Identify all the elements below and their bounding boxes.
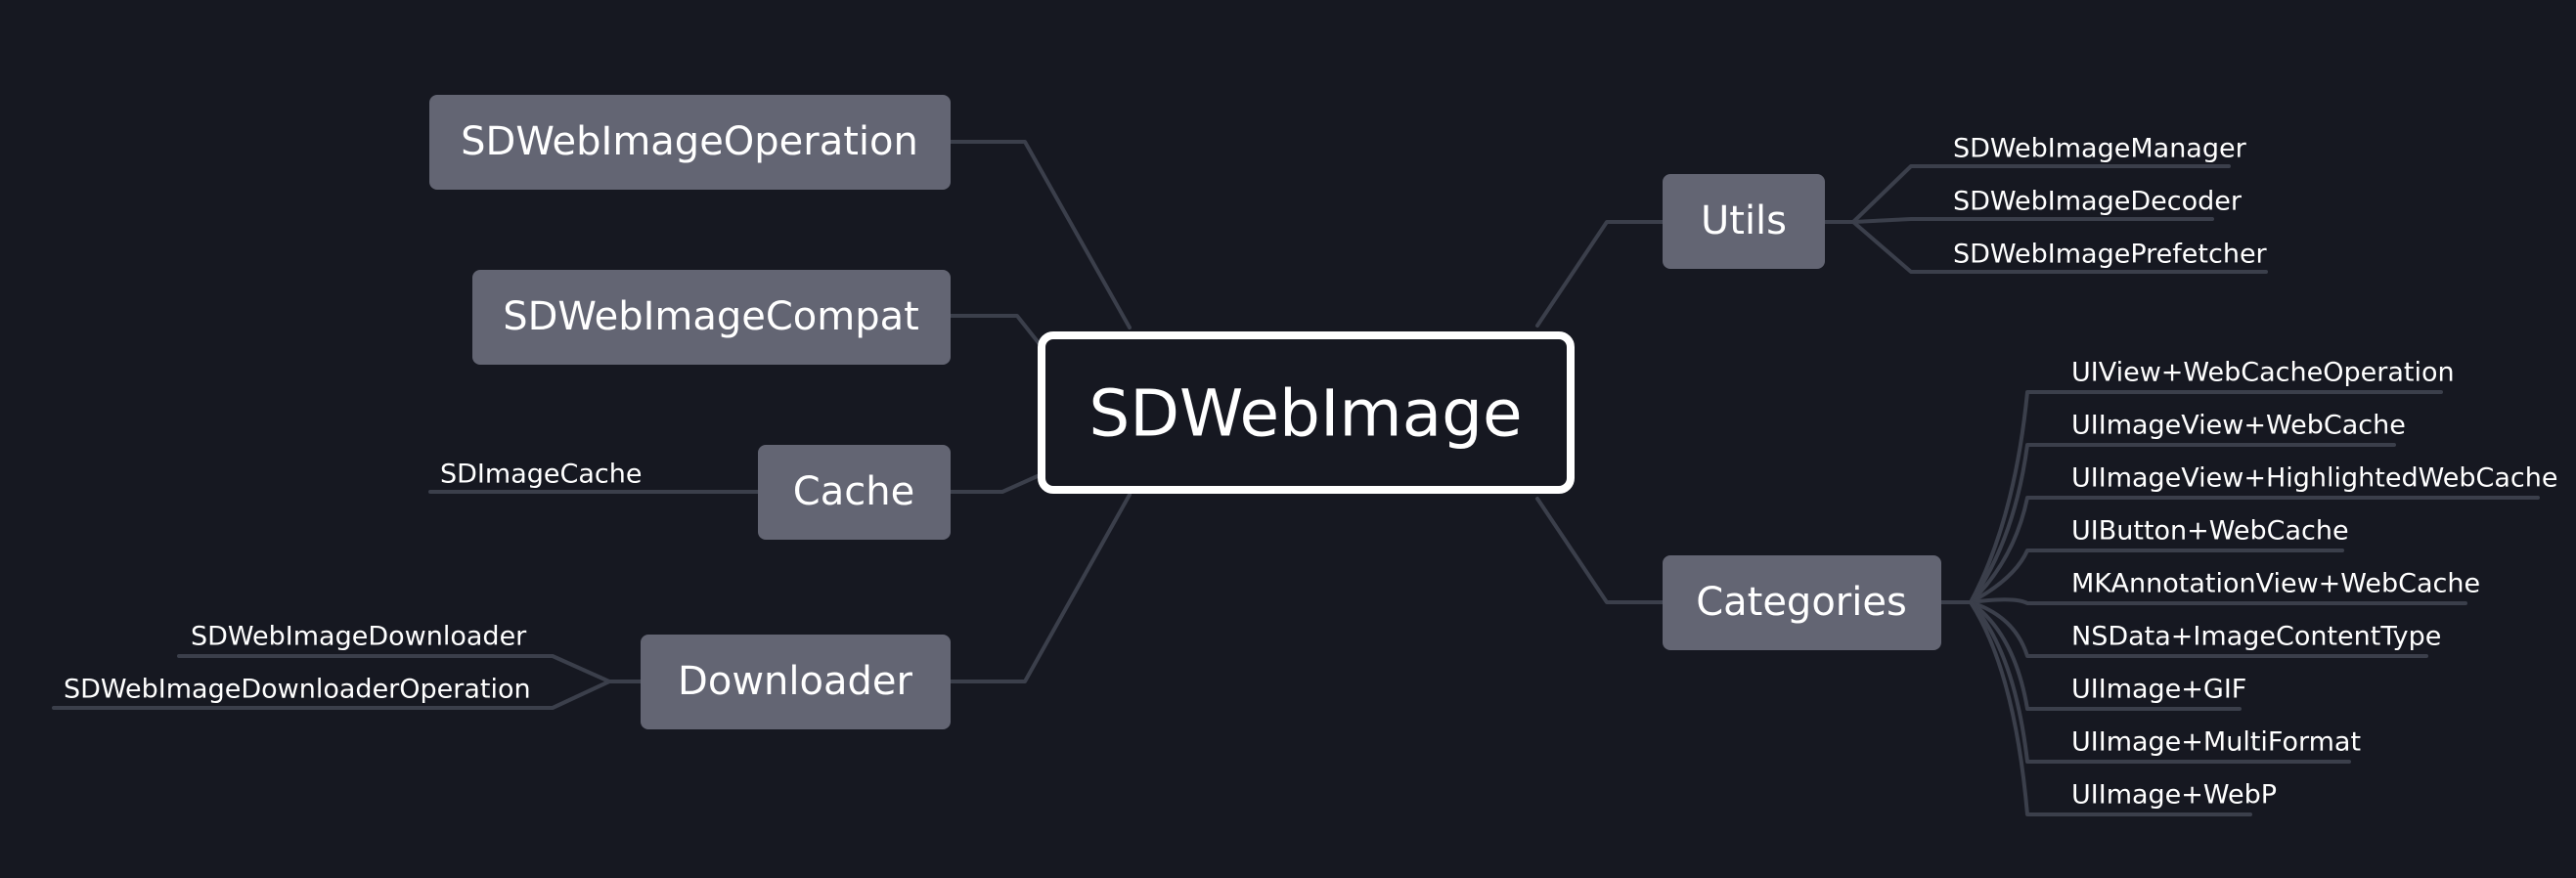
leaf-node-label: UIImage+MultiFormat [2071,727,2361,758]
leaf-node-sdwebimageprefetcher[interactable]: SDWebImagePrefetcher [1953,240,2268,270]
branch-node-label: Categories [1696,580,1907,625]
branch-node-box [429,95,951,190]
connector-categories-leaf-5 [1939,597,2467,605]
leaf-node-sdwebimagedecoder[interactable]: SDWebImageDecoder [1953,187,2243,217]
connector-categories-leaf-3 [1939,496,2540,604]
branch-node-utils[interactable]: Utils [1663,174,1825,269]
branch-node-sdwebimageoperation[interactable]: SDWebImageOperation [429,95,951,190]
root-node-label: SDWebImage [1088,376,1522,452]
connector-root-utils [1535,220,1665,328]
leaf-node-label: SDWebImagePrefetcher [1953,240,2268,270]
leaf-node-sdwebimagedownloaderoperation[interactable]: SDWebImageDownloaderOperation [64,675,531,705]
connector-root-operation [949,140,1132,329]
branch-node-label: SDWebImageCompat [503,294,919,339]
leaf-node-label: UIButton+WebCache [2071,516,2349,547]
root-connectors [949,140,1665,683]
connector-downloader-leaf-2 [52,680,643,710]
branch-node-label: Cache [793,469,914,514]
connector-categories-leaf-9 [1939,600,2252,816]
leaf-node-label: MKAnnotationView+WebCache [2071,569,2480,599]
branch-node-box [1663,555,1941,650]
leaf-node-label: UIImageView+WebCache [2071,411,2406,441]
leaf-node-label: SDWebImageDownloaderOperation [64,675,531,705]
connector-root-categories [1535,497,1665,604]
leaf-node-sdwebimagedownloader[interactable]: SDWebImageDownloader [191,622,527,652]
root-node[interactable]: SDWebImage [1038,331,1575,494]
leaf-node-uiimage-webp[interactable]: UIImage+WebP [2071,780,2277,811]
branch-node-box [641,635,951,729]
leaf-node-label: UIView+WebCacheOperation [2071,358,2455,388]
leaf-node-label: UIImage+GIF [2071,675,2246,705]
leaf-node-label: NSData+ImageContentType [2071,622,2441,652]
leaf-connectors [52,164,2540,816]
connector-utils-leaf-2 [1823,217,2214,224]
connector-root-compat [949,314,1042,346]
leaf-node-uibutton-webcache[interactable]: UIButton+WebCache [2071,516,2349,547]
leaf-node-label: SDWebImageManager [1953,134,2247,164]
connector-root-cache [949,473,1042,494]
leaf-node-label: UIImageView+HighlightedWebCache [2071,463,2557,494]
leaf-node-label: SDWebImageDownloader [191,622,527,652]
leaf-node-uiimage-gif[interactable]: UIImage+GIF [2071,675,2246,705]
connector-root-downloader [949,493,1132,683]
branch-node-label: Downloader [678,659,912,704]
leaf-node-uiview-webcacheoperation[interactable]: UIView+WebCacheOperation [2071,358,2455,388]
leaf-node-uiimage-multiformat[interactable]: UIImage+MultiFormat [2071,727,2361,758]
branch-node-cache[interactable]: Cache [758,445,951,540]
leaf-node-sdimagecache[interactable]: SDImageCache [440,460,642,490]
root-node-box [1038,331,1575,494]
leaf-node-label: UIImage+WebP [2071,780,2277,811]
leaf-node-label: SDWebImageDecoder [1953,187,2243,217]
branch-node-box [1663,174,1825,269]
branch-node-label: Utils [1701,198,1787,243]
leaf-node-label: SDImageCache [440,460,642,490]
leaf-node-nsdata-imagecontenttype[interactable]: NSData+ImageContentType [2071,622,2441,652]
leaf-node-sdwebimagemanager[interactable]: SDWebImageManager [1953,134,2247,164]
connector-utils-leaf-3 [1823,220,2268,274]
branch-node-downloader[interactable]: Downloader [641,635,951,729]
branch-node-box [758,445,951,540]
leaf-node-mkannotationview-webcache[interactable]: MKAnnotationView+WebCache [2071,569,2480,599]
branch-node-box [472,270,951,365]
branch-node-categories[interactable]: Categories [1663,555,1941,650]
leaf-node-uiimageview-highlightedwebcache[interactable]: UIImageView+HighlightedWebCache [2071,463,2557,494]
branch-node-label: SDWebImageOperation [461,119,918,164]
leaf-node-uiimageview-webcache[interactable]: UIImageView+WebCache [2071,411,2406,441]
branch-node-sdwebimagecompat[interactable]: SDWebImageCompat [472,270,951,365]
